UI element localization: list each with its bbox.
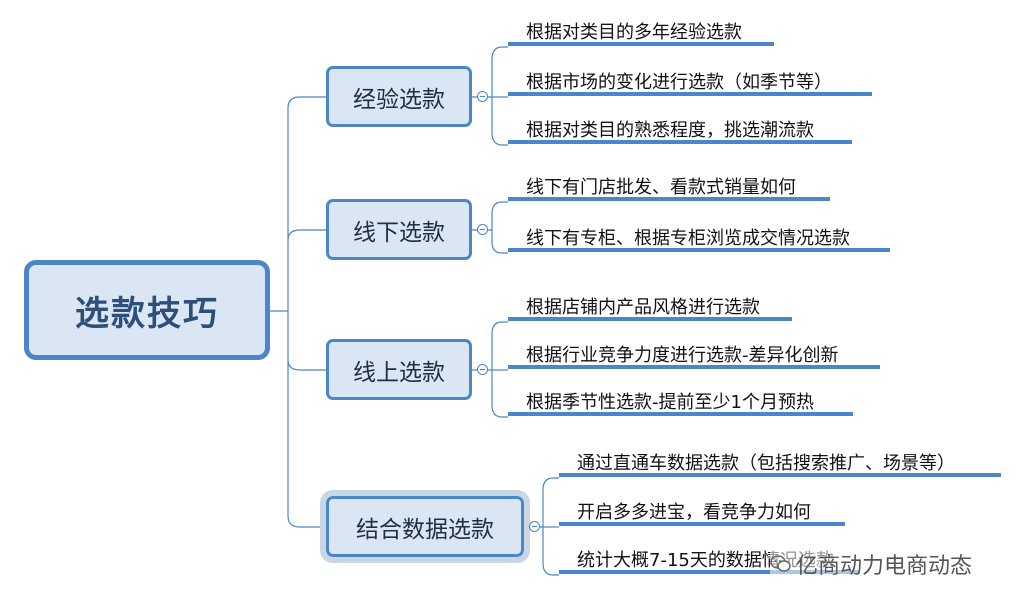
leaf-label: 开启多多进宝，看竞争力如何 — [577, 502, 811, 523]
leaf-label: 线下有专柜、根据专柜浏览成交情况选款 — [526, 228, 850, 249]
branch-data-driven-selection[interactable]: 结合数据选款 — [320, 490, 530, 563]
branch-label: 结合数据选款 — [356, 516, 494, 543]
leaf-underline — [559, 473, 1001, 477]
root-topic-label: 选款技巧 — [75, 293, 219, 334]
wechat-icon — [770, 555, 791, 572]
collapse-toggle-icon[interactable] — [477, 364, 488, 375]
collapse-toggle-icon[interactable] — [477, 91, 488, 102]
leaf-underline — [508, 197, 830, 201]
collapse-toggle-icon[interactable] — [529, 521, 540, 532]
root-topic[interactable]: 选款技巧 — [24, 260, 270, 360]
leaf-label: 根据行业竞争力度进行选款-差异化创新 — [526, 345, 839, 366]
leaf-label: 根据对类目的多年经验选款 — [526, 22, 742, 43]
leaf-label: 根据市场的变化进行选款（如季节等） — [526, 72, 832, 93]
leaf-label: 通过直通车数据选款（包括搜索推广、场景等） — [577, 453, 955, 474]
leaf-underline — [508, 317, 792, 321]
leaf-underline — [508, 365, 880, 369]
leaf-underline — [508, 42, 774, 46]
leaf-topic[interactable]: 线下有专柜、根据专柜浏览成交情况选款 — [508, 222, 890, 252]
leaf-underline — [508, 92, 872, 96]
leaf-label: 根据店铺内产品风格进行选款 — [526, 297, 760, 318]
leaf-underline — [508, 412, 853, 416]
leaf-topic[interactable]: 根据行业竞争力度进行选款-差异化创新 — [508, 339, 880, 369]
leaf-underline — [559, 522, 845, 526]
leaf-topic[interactable]: 根据店铺内产品风格进行选款 — [508, 291, 792, 321]
leaf-topic[interactable]: 根据对类目的多年经验选款 — [508, 16, 774, 46]
branch-offline-selection[interactable]: 线下选款 — [326, 199, 472, 260]
leaf-underline — [559, 570, 859, 574]
branch-experience-selection[interactable]: 经验选款 — [326, 66, 472, 127]
leaf-topic[interactable]: 根据市场的变化进行选款（如季节等） — [508, 66, 872, 96]
collapse-toggle-icon[interactable] — [477, 224, 488, 235]
branch-online-selection[interactable]: 线上选款 — [326, 339, 472, 400]
branch-label: 线上选款 — [353, 359, 445, 386]
watermark-text: 亿商动力电商动态 — [796, 554, 973, 579]
leaf-underline — [508, 140, 852, 144]
branch-label: 经验选款 — [353, 86, 445, 113]
leaf-topic[interactable]: 根据季节性选款-提前至少1个月预热 — [508, 386, 853, 416]
leaf-label: 根据季节性选款-提前至少1个月预热 — [526, 392, 814, 413]
leaf-topic[interactable]: 线下有门店批发、看款式销量如何 — [508, 171, 830, 201]
leaf-label: 统计大概7-15天的数据情况选款 — [577, 550, 834, 571]
branch-label: 线下选款 — [353, 219, 445, 246]
leaf-label: 根据对类目的熟悉程度，挑选潮流款 — [526, 120, 814, 141]
leaf-label: 线下有门店批发、看款式销量如何 — [526, 177, 796, 198]
leaf-underline — [508, 248, 890, 252]
leaf-topic[interactable]: 根据对类目的熟悉程度，挑选潮流款 — [508, 114, 852, 144]
watermark: 亿商动力电商动态 — [770, 548, 973, 580]
leaf-topic[interactable]: 通过直通车数据选款（包括搜索推广、场景等） — [559, 447, 1001, 477]
leaf-topic[interactable]: 统计大概7-15天的数据情况选款 — [559, 544, 859, 574]
leaf-topic[interactable]: 开启多多进宝，看竞争力如何 — [559, 496, 845, 526]
